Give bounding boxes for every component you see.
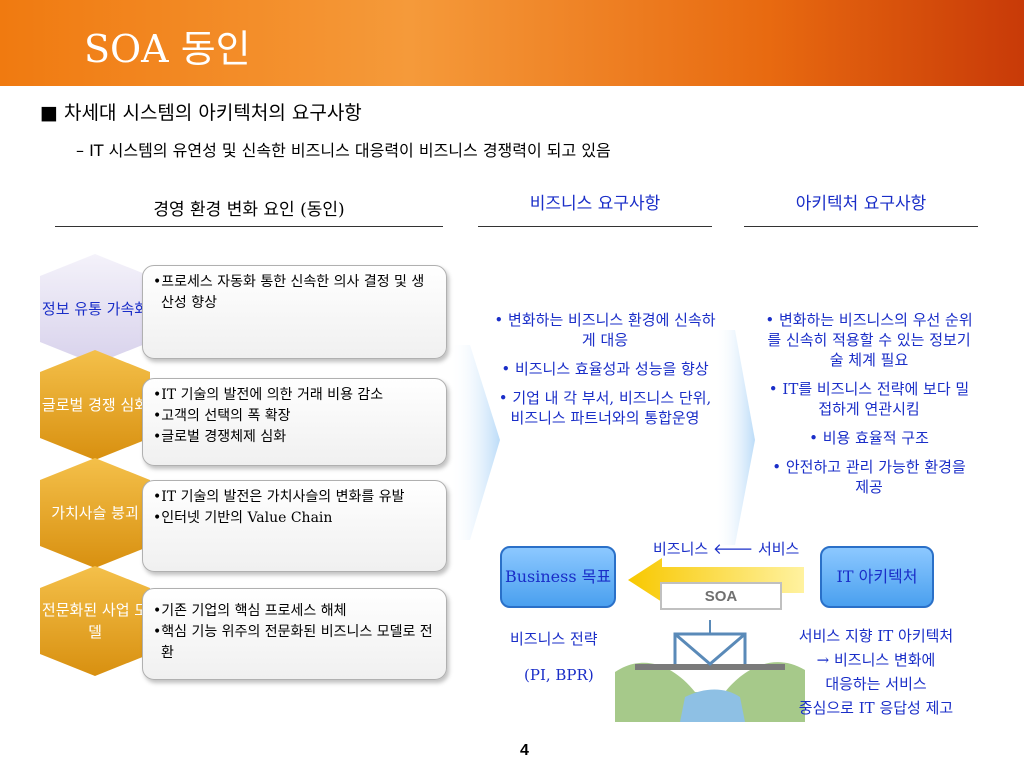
strategy-sub: (PI, BPR) [524, 666, 594, 684]
column-header-business: 비즈니스 요구사항 [529, 194, 661, 214]
architecture-requirement: IT를 비즈니스 전략에 보다 밀접하게 연관시킴 [764, 379, 974, 419]
driver-card-info-distribution: 프로세스 자동화 통한 신속한 의사 결정 및 생산성 향상 [142, 265, 447, 359]
driver-item: 고객의 선택의 폭 확장 [153, 406, 436, 427]
service-line: 중심으로 IT 응답성 제고 [798, 699, 954, 717]
driver-item: IT 기술의 발전에 의한 거래 비용 감소 [153, 385, 436, 406]
bridge-deck [635, 664, 785, 670]
driver-hex-specialized-model: 전문화된 사업 모델 [40, 566, 150, 676]
driver-item: 인터넷 기반의 Value Chain [153, 508, 436, 529]
flow-arrows [450, 330, 755, 545]
bridge-illustration [615, 620, 805, 722]
arrow-drivers-to-business [450, 345, 500, 540]
flow-label: 비즈니스 🡐 서비스 [653, 540, 800, 558]
arrow-business-to-architecture [715, 330, 755, 545]
business-requirement: 변화하는 비즈니스 환경에 신속하게 대응 [490, 310, 720, 350]
driver-hex-value-chain: 가치사슬 붕괴 [40, 458, 150, 568]
business-requirement: 비즈니스 효율성과 성능을 향상 [490, 359, 720, 379]
driver-item: IT 기술의 발전은 가치사슬의 변화를 유발 [153, 487, 436, 508]
driver-item: 핵심 기능 위주의 전문화된 비즈니스 모델로 전환 [153, 622, 436, 664]
service-line: → 비즈니스 변화에 [816, 651, 936, 669]
divider-drivers [55, 226, 443, 227]
service-line: 서비스 지향 IT 아키텍처 [798, 627, 954, 645]
page-number: 4 [520, 742, 529, 759]
business-requirement: 기업 내 각 부서, 비즈니스 단위, 비즈니스 파트너와의 통합운영 [490, 388, 720, 428]
driver-hex-info-distribution: 정보 유통 가속화 [40, 254, 150, 364]
business-requirements-list: 변화하는 비즈니스 환경에 신속하게 대응 비즈니스 효율성과 성능을 향상 기… [490, 310, 720, 437]
driver-card-specialized-model: 기존 기업의 핵심 프로세스 해체 핵심 기능 위주의 전문화된 비즈니스 모델… [142, 588, 447, 680]
bridge-river [680, 689, 745, 722]
driver-item: 기존 기업의 핵심 프로세스 해체 [153, 601, 436, 622]
service-line: 대응하는 서비스 [825, 675, 927, 693]
architecture-requirement: 비용 효율적 구조 [764, 428, 974, 448]
architecture-requirement: 변화하는 비즈니스의 우선 순위를 신속히 적용할 수 있는 정보기술 체계 필… [764, 310, 974, 370]
business-goal-box: Business 목표 [500, 546, 616, 608]
driver-hex-global-competition: 글로벌 경쟁 심화 [40, 350, 150, 460]
slide-title: SOA 동인 [84, 27, 251, 71]
sub-heading: – IT 시스템의 유연성 및 신속한 비즈니스 대응력이 비즈니스 경쟁력이 … [76, 141, 611, 160]
driver-item: 프로세스 자동화 통한 신속한 의사 결정 및 생산성 향상 [153, 272, 436, 314]
architecture-requirements-list: 변화하는 비즈니스의 우선 순위를 신속히 적용할 수 있는 정보기술 체계 필… [764, 310, 974, 506]
divider-architecture [744, 226, 978, 227]
title-bar [0, 0, 1024, 86]
service-description: 서비스 지향 IT 아키텍처 → 비즈니스 변화에 대응하는 서비스 중심으로 … [776, 624, 976, 720]
divider-business [478, 226, 712, 227]
column-header-drivers: 경영 환경 변화 요인 (동인) [153, 200, 345, 220]
driver-card-value-chain: IT 기술의 발전은 가치사슬의 변화를 유발 인터넷 기반의 Value Ch… [142, 480, 447, 572]
main-heading: ■ 차세대 시스템의 아키텍처의 요구사항 [40, 102, 362, 124]
strategy-label: 비즈니스 전략 [510, 630, 598, 648]
driver-card-global-competition: IT 기술의 발전에 의한 거래 비용 감소 고객의 선택의 폭 확장 글로벌 … [142, 378, 447, 466]
it-architecture-box: IT 아키텍처 [820, 546, 934, 608]
soa-label: SOA [660, 582, 782, 610]
architecture-requirement: 안전하고 관리 가능한 환경을 제공 [764, 457, 974, 497]
bridge-truss [673, 632, 747, 666]
column-header-architecture: 아키텍처 요구사항 [795, 194, 927, 214]
driver-item: 글로벌 경쟁체제 심화 [153, 427, 436, 448]
